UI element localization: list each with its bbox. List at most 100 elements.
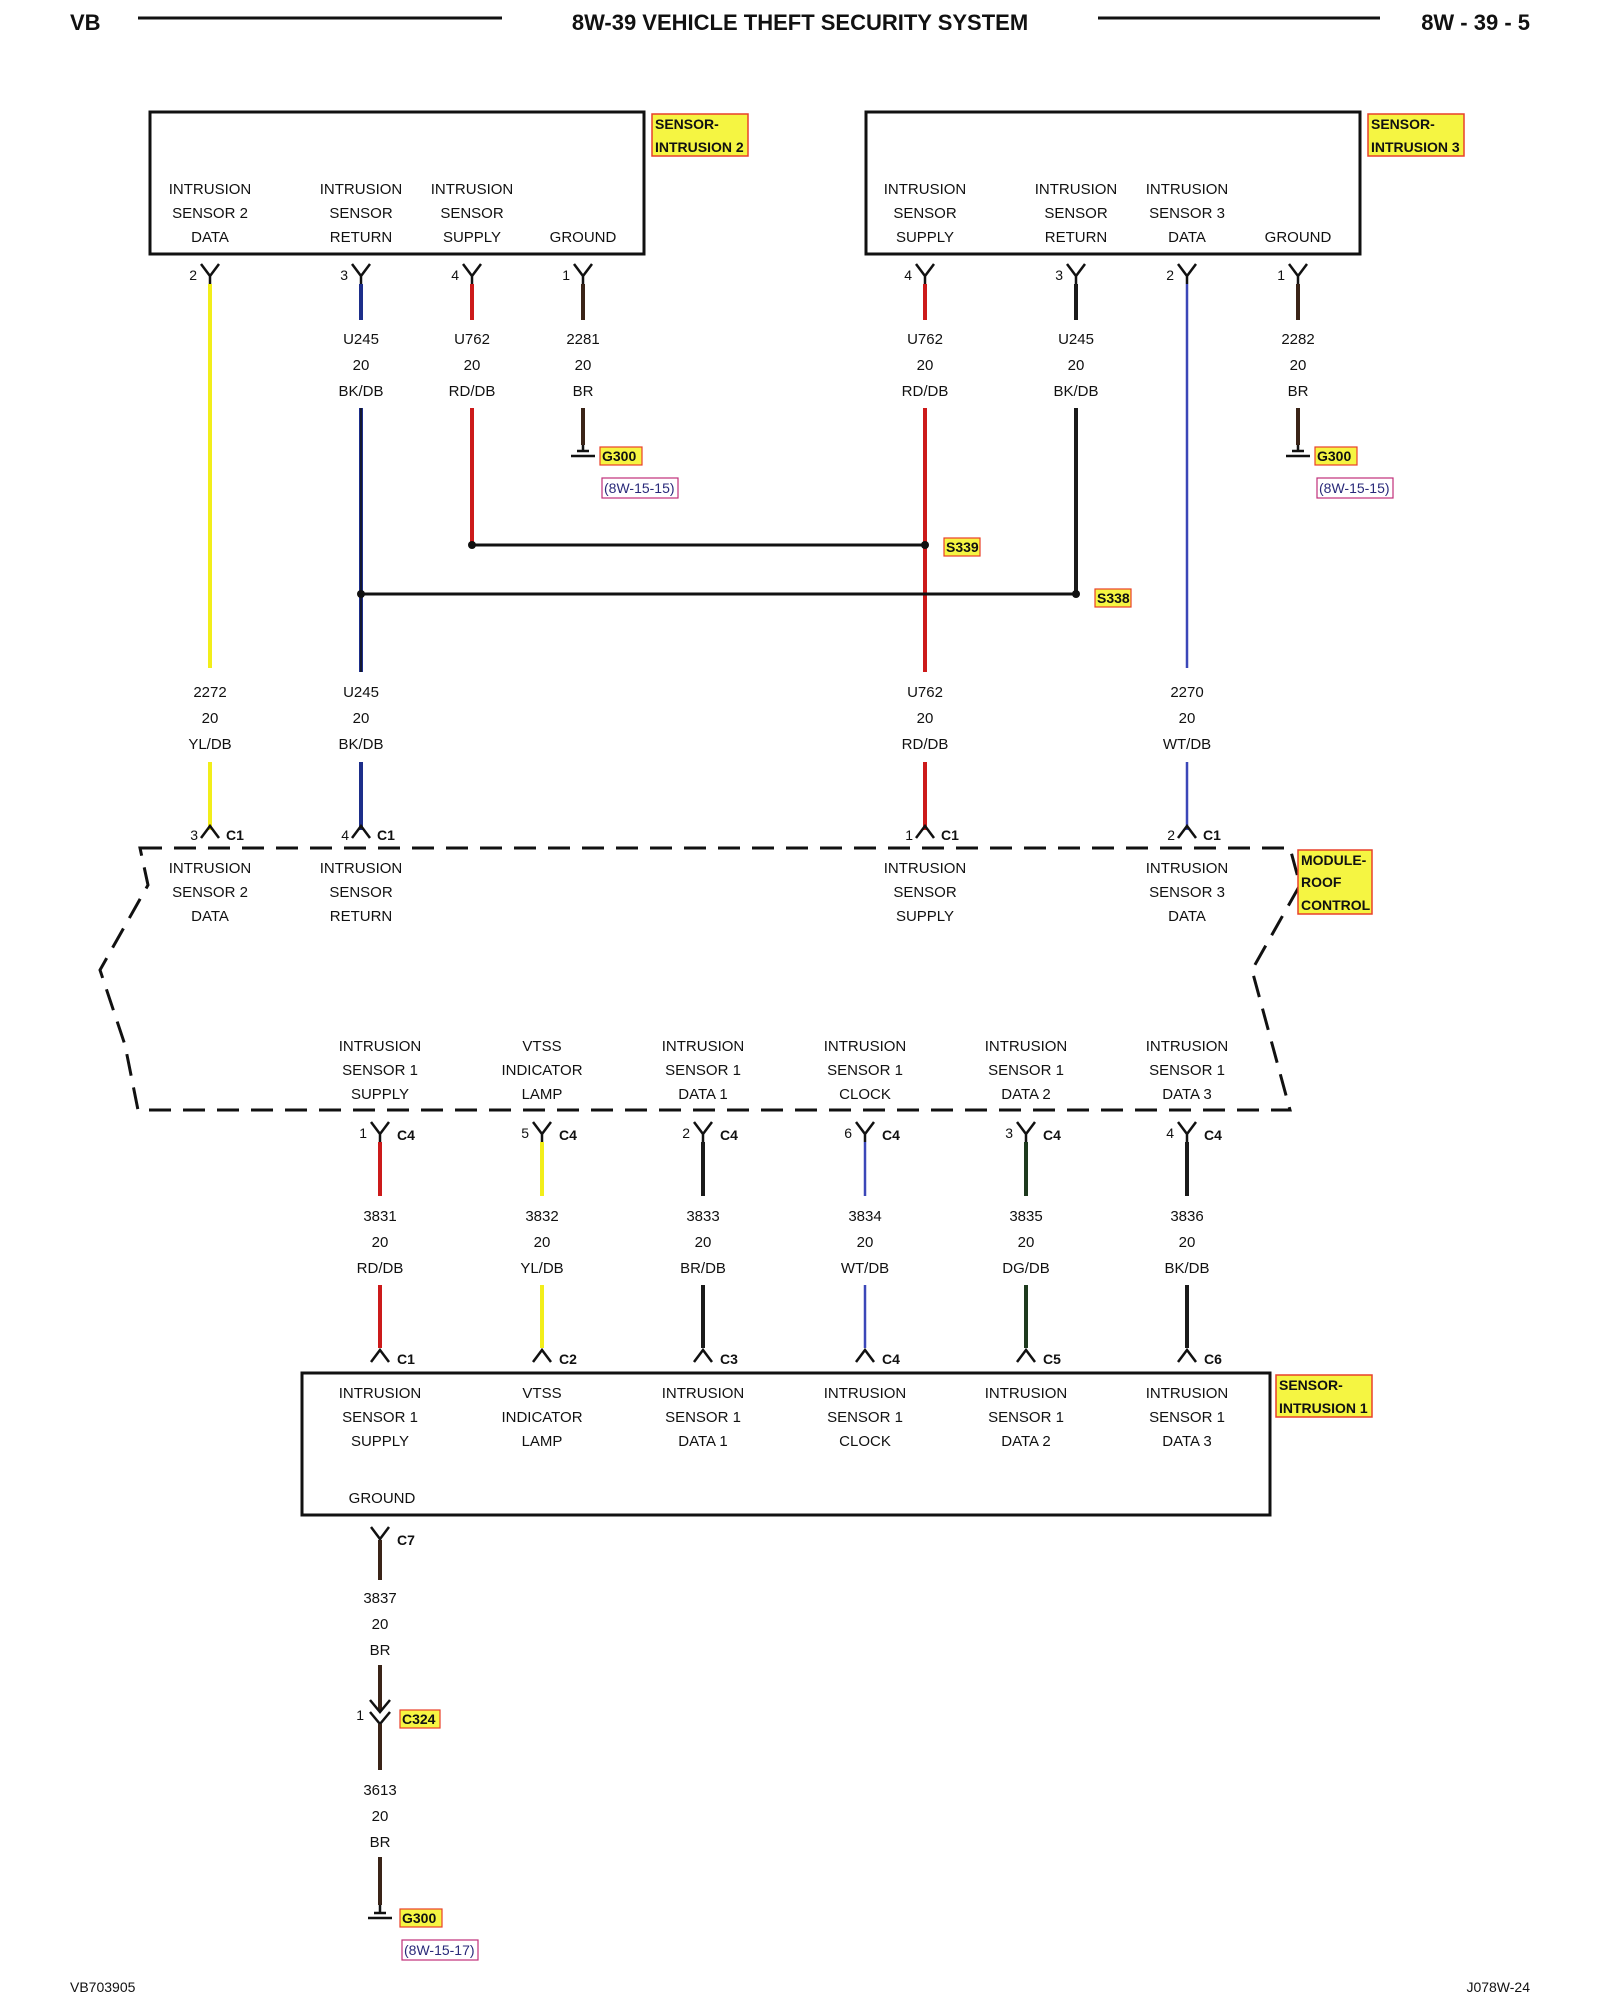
sensor3-pin-label-ground: GROUND xyxy=(1265,229,1332,246)
ground-icon xyxy=(571,445,595,458)
module-roof-control-tag: MODULE- ROOF CONTROL xyxy=(1297,849,1373,915)
tag-background xyxy=(1275,1374,1373,1418)
terminal-icon xyxy=(1016,1347,1036,1363)
circuit-id: 3613 xyxy=(363,1782,396,1799)
inline-connector-c324: 1 C324 xyxy=(356,1699,441,1729)
terminal-icon xyxy=(200,823,220,839)
label-line: SENSOR xyxy=(893,205,957,222)
tag-background xyxy=(651,113,749,157)
label-line: INTRUSION xyxy=(1146,1038,1229,1055)
module-label-sensor-supply: INTRUSION SENSOR SUPPLY xyxy=(884,860,967,925)
connector-id: C4 xyxy=(559,1127,577,1143)
wire-label-u245-lower: U245 20 BK/DB xyxy=(338,684,383,753)
terminal-icon xyxy=(855,1347,875,1363)
wire-gauge: 20 xyxy=(1068,357,1085,374)
label-line: SUPPLY xyxy=(896,229,954,246)
terminal-icon xyxy=(1177,1121,1197,1142)
tag-background xyxy=(599,446,643,466)
label-line: LAMP xyxy=(522,1086,563,1103)
wire-color: BR xyxy=(1288,383,1309,400)
label-line: INTRUSION xyxy=(1146,860,1229,877)
pin-number: 2 xyxy=(1167,827,1175,843)
label-line: INTRUSION xyxy=(662,1038,745,1055)
label-line: DATA 1 xyxy=(678,1086,727,1103)
circuit-id: U245 xyxy=(343,331,379,348)
label-line: SUPPLY xyxy=(896,908,954,925)
label-line: DATA 1 xyxy=(678,1433,727,1450)
label-line: INDICATOR xyxy=(501,1062,582,1079)
wire-color: BR xyxy=(370,1834,391,1851)
wire-gauge: 20 xyxy=(695,1234,712,1251)
wire-label-3835: 3835 20 DG/DB xyxy=(1002,1208,1050,1277)
label-line: SUPPLY xyxy=(443,229,501,246)
label-line: CLOCK xyxy=(839,1433,891,1450)
wire-gauge: 20 xyxy=(857,1234,874,1251)
tag-line: ROOF xyxy=(1301,874,1342,890)
circuit-id: 2270 xyxy=(1170,684,1203,701)
wire-color: BR/DB xyxy=(680,1260,726,1277)
sensor-intrusion-1-tag: SENSOR- INTRUSION 1 xyxy=(1275,1374,1373,1418)
wire-gauge: 20 xyxy=(1290,357,1307,374)
page-reference: (8W-15-15) xyxy=(604,480,675,496)
footer-right-code: J078W-24 xyxy=(1466,1979,1530,1995)
label-line: SENSOR xyxy=(440,205,504,222)
page-reference: (8W-15-15) xyxy=(1319,480,1390,496)
wire-gauge: 20 xyxy=(1179,1234,1196,1251)
terminal-icon xyxy=(462,263,482,284)
module-top-terminals: 3 C1 4 C1 1 C1 2 C1 xyxy=(190,823,1221,843)
circuit-id: 3835 xyxy=(1009,1208,1042,1225)
label-line: SENSOR 1 xyxy=(665,1062,741,1079)
header-left: VB xyxy=(70,10,101,35)
tag-line: SENSOR- xyxy=(1371,116,1435,132)
pin-number: 4 xyxy=(904,267,912,283)
pin-number: 4 xyxy=(1166,1125,1174,1141)
label-line: INTRUSION xyxy=(320,860,403,877)
module-label-sensor-return: INTRUSION SENSOR RETURN xyxy=(320,860,403,925)
wire-color: YL/DB xyxy=(520,1260,563,1277)
wire-color: WT/DB xyxy=(1163,736,1211,753)
wire-gauge: 20 xyxy=(372,1234,389,1251)
connector-id: C3 xyxy=(720,1351,738,1367)
label-line: SENSOR 3 xyxy=(1149,205,1225,222)
circuit-id: 3837 xyxy=(363,1590,396,1607)
connector-id: C4 xyxy=(1204,1127,1222,1143)
terminal-icon xyxy=(370,1347,390,1363)
label-line: INTRUSION xyxy=(884,860,967,877)
sensor2-terminals: 2 3 4 1 xyxy=(189,263,593,284)
label-line: SENSOR 3 xyxy=(1149,884,1225,901)
connector-id: C7 xyxy=(397,1532,415,1548)
label-line: DATA xyxy=(191,908,229,925)
splice-name: S338 xyxy=(1097,590,1130,606)
circuit-id: 3831 xyxy=(363,1208,396,1225)
sensor3-pin-label-return: INTRUSION SENSOR RETURN xyxy=(1035,181,1118,246)
label-line: SUPPLY xyxy=(351,1086,409,1103)
wire-color: WT/DB xyxy=(841,1260,889,1277)
wire-label-3831: 3831 20 RD/DB xyxy=(357,1208,404,1277)
wire-gauge: 20 xyxy=(534,1234,551,1251)
circuit-id: 3834 xyxy=(848,1208,881,1225)
ground-g300-right: G300 (8W-15-15) xyxy=(1286,445,1394,499)
label-line: DATA 3 xyxy=(1162,1086,1211,1103)
wire-label-u762-upper: U762 20 RD/DB xyxy=(449,331,496,400)
module-label-s1-data3: INTRUSION SENSOR 1 DATA 3 xyxy=(1146,1038,1229,1103)
wire-gauge: 20 xyxy=(917,710,934,727)
ground-name: G300 xyxy=(402,1910,436,1926)
circuit-id: 3836 xyxy=(1170,1208,1203,1225)
wire-gauge: 20 xyxy=(353,357,370,374)
connector-id: C4 xyxy=(882,1351,900,1367)
wire-label-2282: 2282 20 BR xyxy=(1281,331,1314,400)
sensor1-label-data2: INTRUSION SENSOR 1 DATA 2 xyxy=(985,1385,1068,1450)
tag-line: INTRUSION 1 xyxy=(1279,1400,1368,1416)
sensor3-pin-label-supply: INTRUSION SENSOR SUPPLY xyxy=(884,181,967,246)
wire-color: BK/DB xyxy=(338,736,383,753)
terminal-icon xyxy=(693,1121,713,1142)
module-roof-control-outline xyxy=(98,846,1302,1112)
connector-id: C1 xyxy=(226,827,244,843)
tag-line: INTRUSION 2 xyxy=(655,139,744,155)
terminal-icon xyxy=(915,263,935,284)
circuit-id: 3832 xyxy=(525,1208,558,1225)
circuit-id: 2281 xyxy=(566,331,599,348)
ground-icon xyxy=(368,1905,392,1920)
sensor-intrusion-3-box xyxy=(864,110,1362,256)
